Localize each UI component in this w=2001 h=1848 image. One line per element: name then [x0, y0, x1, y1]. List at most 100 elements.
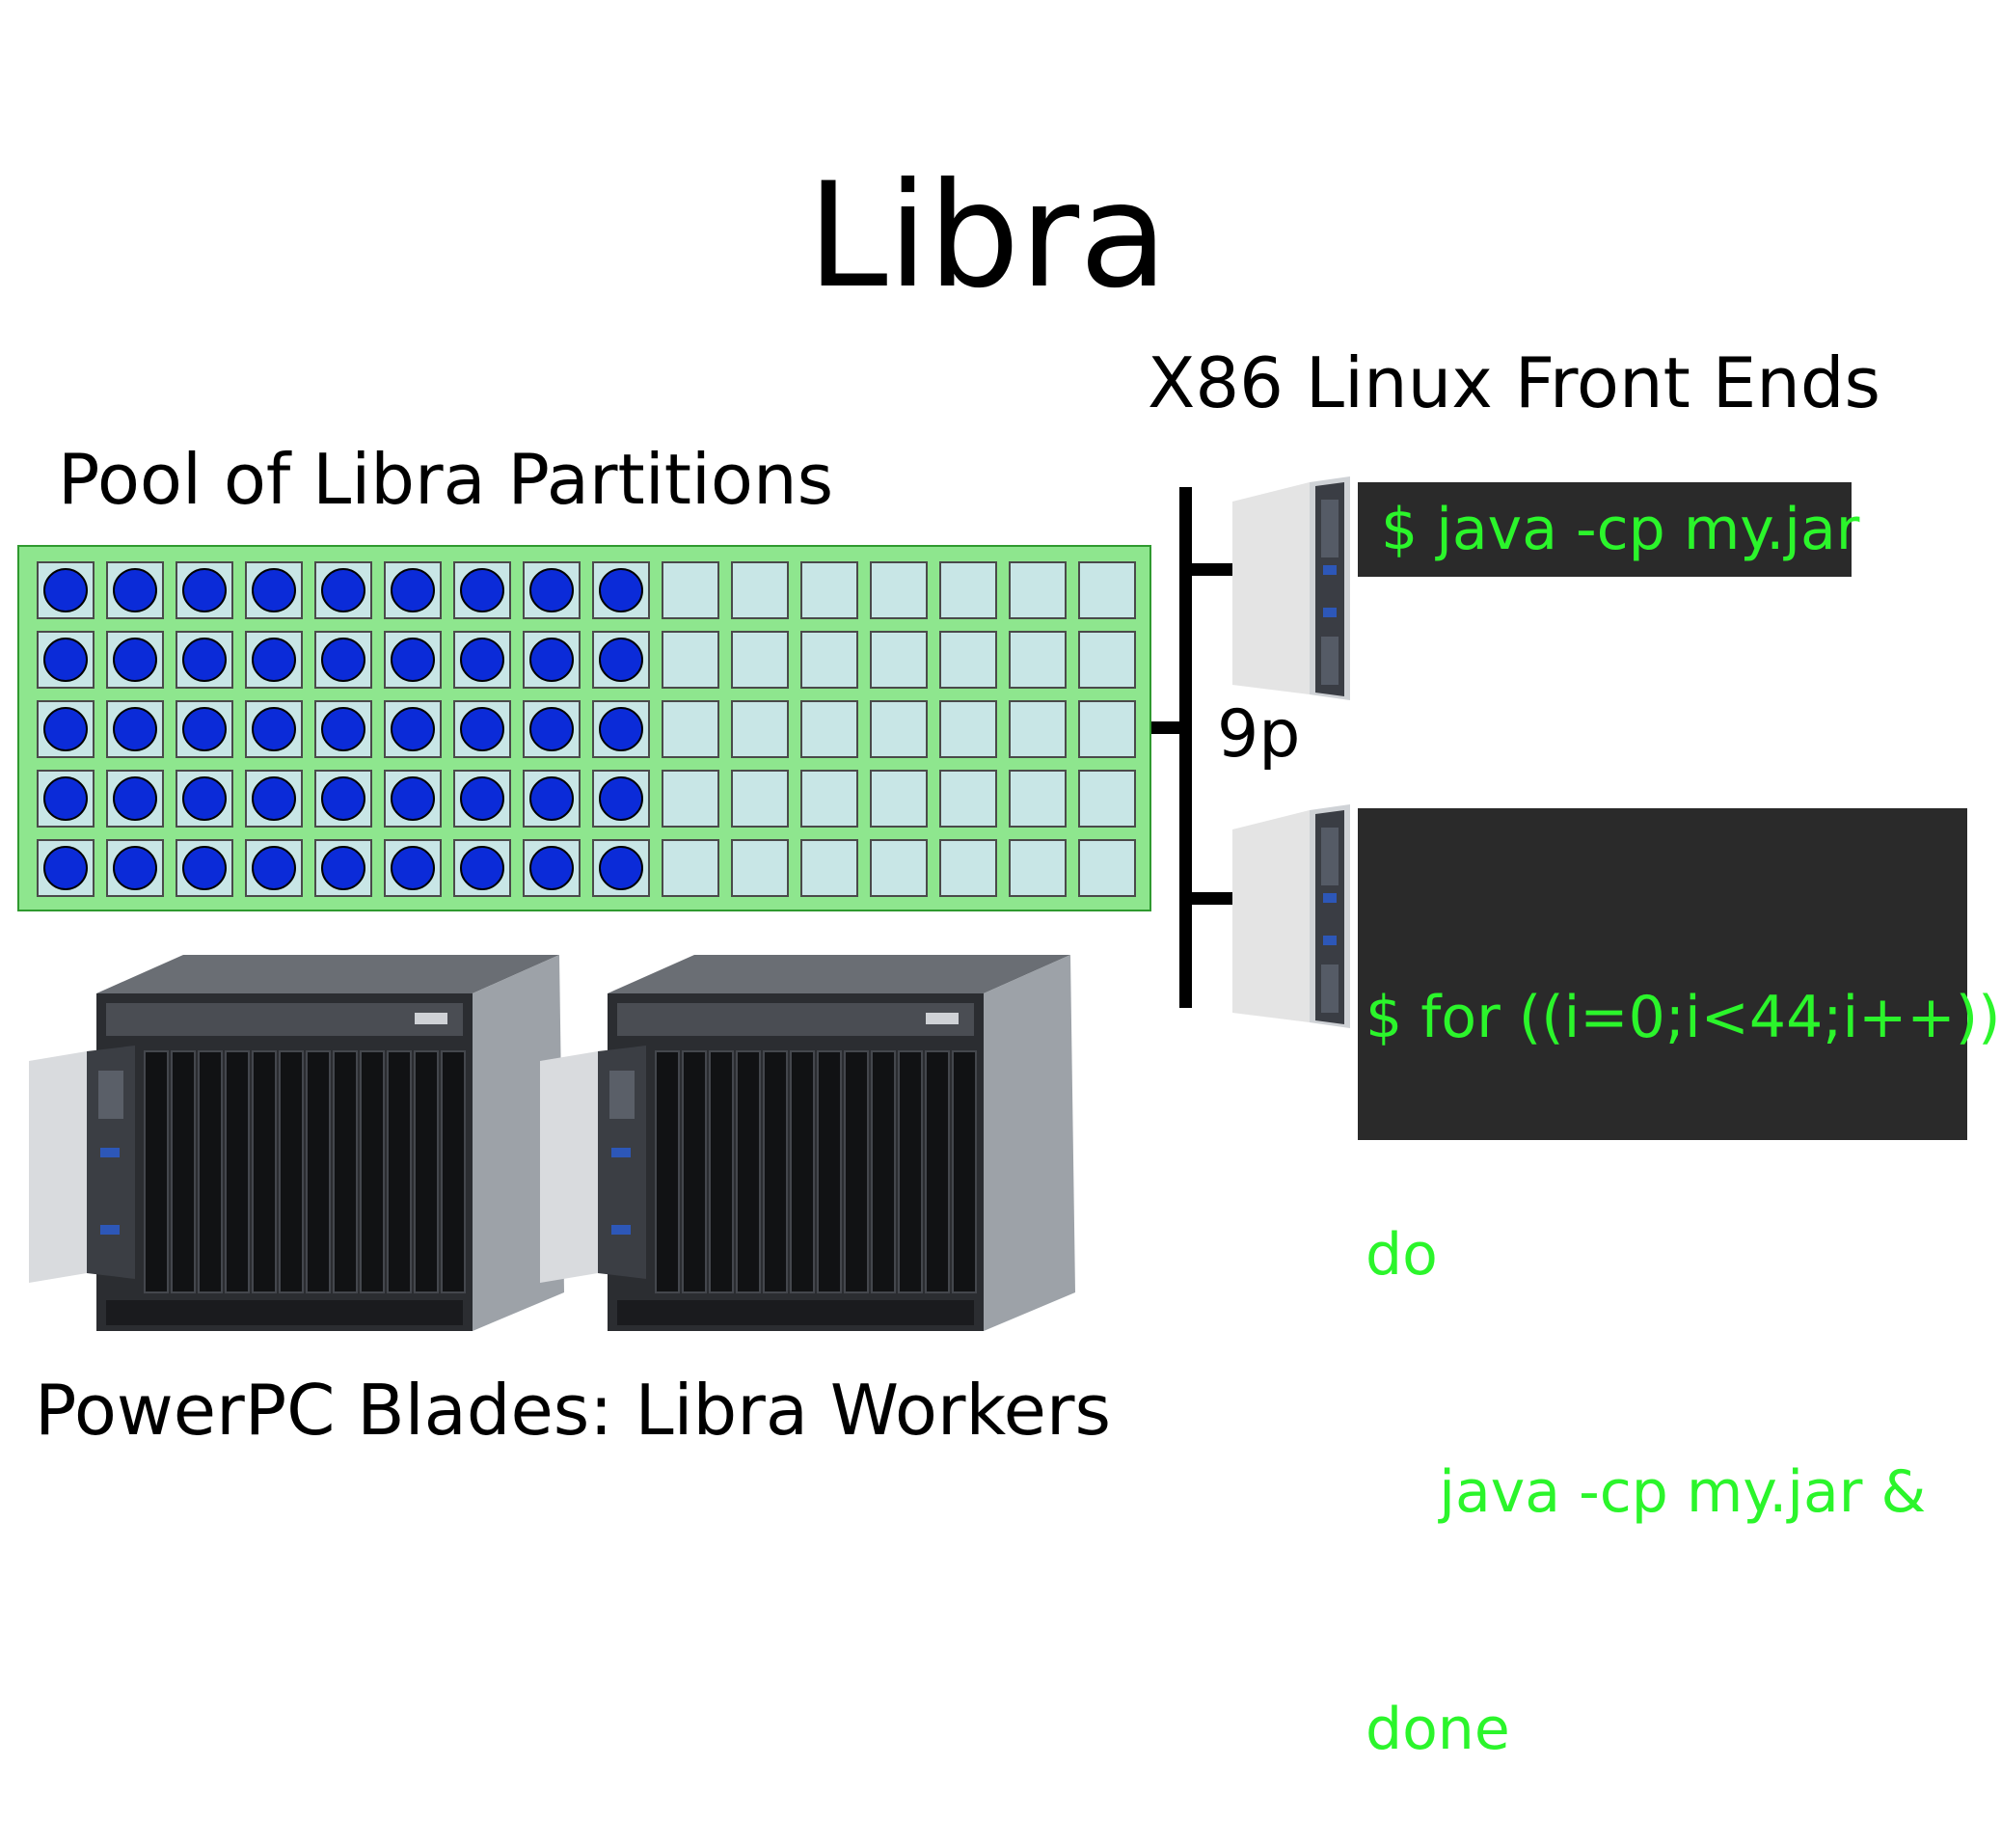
server-blade-icon [1232, 804, 1350, 1028]
partition-cell-busy [384, 700, 442, 758]
partition-cell-busy [523, 631, 581, 689]
worker-dot [252, 707, 296, 751]
partition-cell-busy [245, 561, 303, 619]
partition-cell-idle [939, 631, 997, 689]
worker-dot [321, 846, 365, 890]
partition-cell-idle [800, 700, 858, 758]
partition-cell-busy [176, 700, 233, 758]
worker-dot [599, 568, 643, 612]
protocol-label: 9p [1217, 696, 1301, 773]
partition-cell-idle [1078, 770, 1136, 828]
partition-cell-idle [800, 631, 858, 689]
worker-dot [460, 776, 504, 821]
terminal-line: java -cp my.jar & [1366, 1458, 1927, 1526]
worker-dot [391, 776, 435, 821]
partition-cell-busy [37, 839, 95, 897]
partition-cell-busy [106, 700, 164, 758]
worker-dot [43, 846, 88, 890]
partition-cell-idle [939, 561, 997, 619]
partition-cell-busy [523, 770, 581, 828]
partition-cell-busy [176, 839, 233, 897]
partition-cell-idle [662, 631, 719, 689]
partition-cell-idle [1078, 839, 1136, 897]
worker-dot [460, 568, 504, 612]
worker-dot [113, 707, 157, 751]
partition-cell-idle [939, 770, 997, 828]
partition-cell-busy [245, 631, 303, 689]
partition-cell-idle [662, 700, 719, 758]
partition-cell-busy [37, 631, 95, 689]
partition-cell-busy [453, 700, 511, 758]
partition-cell-idle [1009, 700, 1067, 758]
bus-link-pool [1151, 721, 1180, 734]
worker-dot [252, 846, 296, 890]
partition-cell-idle [800, 770, 858, 828]
partition-cell-idle [870, 700, 928, 758]
blade-chassis-icon [540, 955, 1075, 1331]
partition-cell-busy [314, 839, 372, 897]
partition-cell-idle [800, 839, 858, 897]
worker-dot [252, 776, 296, 821]
worker-dot [113, 846, 157, 890]
worker-dot [182, 776, 227, 821]
partition-cell-busy [176, 561, 233, 619]
worker-dot [113, 638, 157, 682]
partition-cell-busy [592, 631, 650, 689]
pool-label: Pool of Libra Partitions [58, 439, 834, 520]
partition-cell-busy [453, 770, 511, 828]
worker-dot [529, 638, 574, 682]
worker-dot [599, 776, 643, 821]
worker-dot [460, 846, 504, 890]
terminal-line: $ for ((i=0;i<44;i++)) [1366, 984, 2001, 1051]
blade-chassis-icon [29, 955, 564, 1331]
worker-dot [182, 568, 227, 612]
worker-dot [252, 638, 296, 682]
partition-cell-busy [37, 700, 95, 758]
partition-cell-busy [592, 561, 650, 619]
worker-dot [43, 638, 88, 682]
partition-cell-idle [731, 631, 789, 689]
partition-cell-busy [384, 631, 442, 689]
server-blade-icon [1232, 476, 1350, 700]
partition-cell-idle [1078, 561, 1136, 619]
slide-title: Libra [806, 152, 1169, 320]
partition-cell-busy [314, 561, 372, 619]
partition-cell-busy [176, 770, 233, 828]
worker-dot [460, 707, 504, 751]
bus-vertical-line [1179, 487, 1192, 1008]
worker-dot [252, 568, 296, 612]
partition-cell-busy [176, 631, 233, 689]
partition-cell-busy [384, 839, 442, 897]
worker-dot [182, 707, 227, 751]
partition-cell-idle [870, 631, 928, 689]
partition-cell-busy [106, 770, 164, 828]
partition-cell-idle [870, 839, 928, 897]
front-ends-label: X86 Linux Front Ends [1148, 342, 1881, 423]
worker-dot [529, 568, 574, 612]
worker-dot [43, 707, 88, 751]
partition-cell-idle [662, 839, 719, 897]
partition-cell-idle [1009, 631, 1067, 689]
partition-cell-busy [523, 839, 581, 897]
partition-cell-idle [870, 561, 928, 619]
partition-cell-idle [662, 561, 719, 619]
partition-pool-grid [17, 545, 1151, 911]
worker-dot [529, 707, 574, 751]
partition-cell-busy [245, 700, 303, 758]
worker-dot [182, 638, 227, 682]
worker-dot [321, 568, 365, 612]
partition-cell-busy [453, 561, 511, 619]
partition-cell-idle [870, 770, 928, 828]
partition-cell-busy [384, 770, 442, 828]
worker-dot [321, 776, 365, 821]
partition-cell-busy [314, 700, 372, 758]
partition-cell-busy [314, 770, 372, 828]
partition-cell-busy [314, 631, 372, 689]
worker-dot [599, 638, 643, 682]
worker-dot [113, 568, 157, 612]
worker-dot [321, 707, 365, 751]
partition-cell-idle [939, 839, 997, 897]
partition-cell-busy [592, 839, 650, 897]
partition-cell-idle [1009, 561, 1067, 619]
worker-dot [391, 846, 435, 890]
